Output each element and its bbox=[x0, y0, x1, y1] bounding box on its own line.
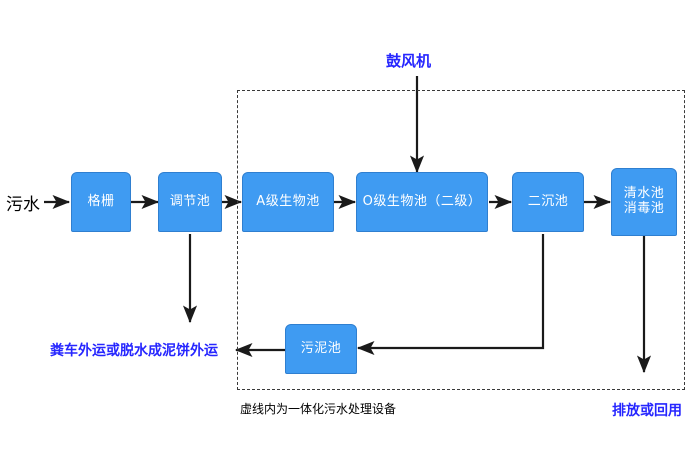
integrated-equipment-boundary bbox=[237, 90, 685, 390]
node-o-stage-biotank[interactable]: O级生物池（二级） bbox=[356, 172, 488, 232]
node-sludge-tank-label: 污泥池 bbox=[300, 340, 342, 356]
node-regulating-tank-label: 调节池 bbox=[169, 193, 211, 209]
node-o-stage-biotank-label: O级生物池（二级） bbox=[362, 193, 482, 209]
node-secondary-clarifier-label: 二沉池 bbox=[527, 193, 569, 209]
node-grid-label: 格栅 bbox=[87, 193, 115, 209]
node-secondary-clarifier[interactable]: 二沉池 bbox=[512, 172, 584, 232]
node-regulating-tank[interactable]: 调节池 bbox=[158, 172, 222, 232]
blower-label: 鼓风机 bbox=[386, 52, 432, 70]
node-grid[interactable]: 格栅 bbox=[71, 172, 131, 232]
node-sludge-tank[interactable]: 污泥池 bbox=[285, 324, 357, 374]
node-a-stage-biotank[interactable]: A级生物池 bbox=[242, 172, 334, 232]
dashed-box-caption: 虚线内为一体化污水处理设备 bbox=[240, 402, 397, 416]
inflow-label: 污水 bbox=[6, 195, 40, 215]
discharge-label: 排放或回用 bbox=[612, 403, 682, 419]
sludge-output-label: 粪车外运或脱水成泥饼外运 bbox=[50, 343, 218, 359]
node-clearwater-tank-label: 清水池 bbox=[623, 186, 665, 202]
node-disinfection-tank-label: 消毒池 bbox=[623, 201, 665, 216]
node-a-stage-biotank-label: A级生物池 bbox=[256, 193, 320, 209]
node-clearwater-disinfection-tank[interactable]: 清水池 消毒池 bbox=[611, 168, 677, 236]
